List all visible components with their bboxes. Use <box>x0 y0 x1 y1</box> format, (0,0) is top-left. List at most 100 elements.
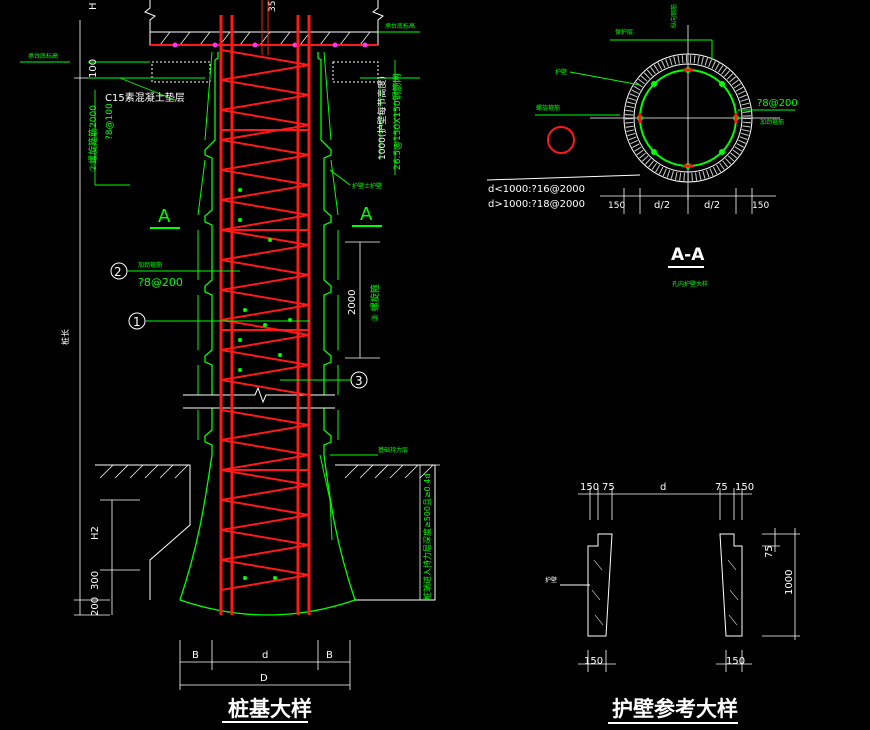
title-wall-detail: 护壁参考大样 <box>612 697 738 721</box>
section-bar-ticks <box>638 68 738 168</box>
wall-dim-d: d <box>660 482 666 493</box>
break-line <box>372 0 384 40</box>
section-dimensions <box>600 188 776 214</box>
ring-concrete <box>625 55 751 181</box>
callout-3-num: 3 <box>355 374 363 388</box>
liner-right <box>323 51 339 395</box>
cushion-left <box>151 61 211 83</box>
ring-inner <box>633 63 743 173</box>
callout-2-a: 加劲箍筋 <box>138 261 162 269</box>
rebar-ticks <box>261 0 269 55</box>
wall-right-hatch <box>727 559 739 626</box>
wall-right-dims <box>762 528 800 640</box>
break-line <box>144 0 156 40</box>
section-marker-left: A <box>158 206 171 227</box>
ring-outer <box>623 53 753 183</box>
right-note-leader <box>329 169 351 186</box>
section-rule-2: d>1000:?18@2000 <box>488 199 585 210</box>
right-dimensions <box>345 241 440 600</box>
pile-detail: H 100 C15素混凝土垫层 承台底标高 ②螺旋箍筋2000 ?8@100 桩… <box>20 0 440 723</box>
label-300: 300 <box>90 571 101 590</box>
section-ring: 护壁 <box>555 68 567 76</box>
section-spiral: 螺旋箍筋 <box>536 104 560 112</box>
label-top-right-note: 承台底标高 <box>385 22 415 30</box>
wall-note: 护壁 <box>545 576 557 584</box>
section-rule-1: d<1000:?16@2000 <box>488 184 585 195</box>
section-aa: 螺旋箍筋 保护层 纵向钢筋 护壁 ?8@200 加劲箍筋 d<1000:?16@… <box>486 4 798 288</box>
left-cad-lines <box>20 61 205 186</box>
pile-bottom <box>179 599 356 616</box>
soil-hatch <box>99 464 434 479</box>
label-ground-note: 基础持力层 <box>378 446 408 454</box>
dim-D: D <box>260 673 268 684</box>
section-title: A-A <box>671 245 705 265</box>
label-h2: H2 <box>90 526 101 540</box>
label-top-left-note: 承台底标高 <box>28 52 58 60</box>
break-symbol <box>183 386 335 409</box>
slab-hatch <box>159 31 371 46</box>
wall-bottom-dims <box>578 650 752 672</box>
wall-bot-150-l: 150 <box>584 656 603 667</box>
callout-2-b: ?8@200 <box>138 276 183 289</box>
label-note3: ③ 螺旋箍 <box>369 284 381 322</box>
liner-lower <box>197 410 339 541</box>
bottom-dimensions <box>179 640 351 690</box>
wall-bot-150-r: 150 <box>726 656 745 667</box>
wall-dim-75-v: 75 <box>764 545 775 558</box>
dim-b-right: B <box>326 650 333 661</box>
callout-2-num: 2 <box>114 265 122 279</box>
label-2000: 2000 <box>347 290 358 315</box>
label-100: 100 <box>88 59 99 78</box>
label-pile-length: 桩长 <box>60 329 70 345</box>
label-35: 35 <box>268 1 278 12</box>
pile-outline-right <box>317 52 356 601</box>
wall-left-section <box>587 533 613 637</box>
label-c15: C15素混凝土垫层 <box>105 91 185 104</box>
label-bearing: 桩端进入持力层深度≥500且≥0.4d <box>422 474 432 600</box>
section-dim-150-right: 150 <box>752 201 769 211</box>
spiral-stirrup-upper <box>220 49 310 396</box>
wall-left-hatch <box>591 559 604 626</box>
wall-dim-1000-v: 1000 <box>784 570 795 595</box>
section-main-note: 纵向钢筋 <box>670 4 678 28</box>
stirrup-detail <box>547 126 575 154</box>
pile-outline-left <box>179 52 219 601</box>
cushion-right <box>332 61 379 83</box>
top-rebar-dots <box>172 42 368 48</box>
label-right-note: 护壁土护壁 <box>352 182 382 190</box>
section-marker-right: A <box>360 204 373 225</box>
spiral-stirrup-lower <box>220 409 310 591</box>
section-stir-note: 加劲箍筋 <box>760 118 784 126</box>
section-cover: 保护层 <box>615 28 633 36</box>
longitudinal-rebar <box>219 15 311 615</box>
label-h: H <box>88 2 99 10</box>
label-200: 200 <box>90 597 101 616</box>
callout-1-num: 1 <box>133 315 141 329</box>
liner-left <box>197 51 213 395</box>
ground-left <box>95 464 191 600</box>
label-mesh-spec: 26.5@150X150钢筋网 <box>391 73 403 170</box>
dim-b-left: B <box>192 650 199 661</box>
title-pile-detail: 桩基大样 <box>228 697 312 721</box>
section-dim-d2-right: d/2 <box>704 200 720 211</box>
wall-right-section <box>719 533 743 637</box>
label-1000-spec: 1000(护壁每节高度) <box>376 76 388 160</box>
stiffening-ring <box>221 129 309 471</box>
wall-detail: 150 75 d 75 150 护壁 75 1000 150 150 护壁参考大… <box>545 482 800 724</box>
wall-dim-150-r: 150 <box>735 482 754 493</box>
cap-slab <box>149 31 379 46</box>
dim-d: d <box>262 650 268 661</box>
wall-dim-75-r: 75 <box>715 482 728 493</box>
stirrup-nodes <box>238 188 292 580</box>
ring-leader <box>569 71 641 86</box>
wall-dim-75-l: 75 <box>602 482 615 493</box>
wall-dim-150-l: 150 <box>580 482 599 493</box>
section-stir: ?8@200 <box>757 98 798 109</box>
wall-top-dims <box>578 488 752 520</box>
rule-leader <box>486 174 641 181</box>
label-ring-spec: ?8@100 <box>105 103 115 140</box>
section-dim-d2-left: d/2 <box>654 200 670 211</box>
section-dim-150-left: 150 <box>608 201 625 211</box>
label-ring-note: ②螺旋箍筋2000 <box>87 105 99 172</box>
